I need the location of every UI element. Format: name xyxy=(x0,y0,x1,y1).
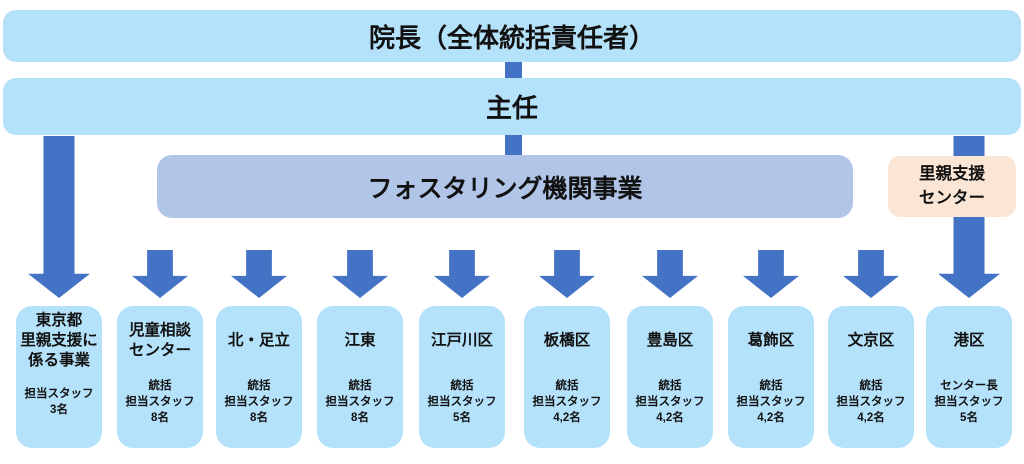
node-title: 東京都里親支援に係る事業 xyxy=(20,311,98,370)
director-bar: 院長（全体統括責任者） xyxy=(3,10,1021,62)
down-arrow-1 xyxy=(132,250,188,298)
node-title: 豊島区 xyxy=(646,331,694,349)
down-arrow-8 xyxy=(843,250,899,298)
node-title: 江東 xyxy=(344,331,376,349)
foster-support-center-line2: センター xyxy=(919,188,985,207)
foster-support-center-line1: 里親支援 xyxy=(919,165,985,184)
down-arrow-2 xyxy=(231,250,287,298)
down-arrow-5 xyxy=(539,250,595,298)
chief-label: 主任 xyxy=(485,93,538,123)
down-arrow-0 xyxy=(28,136,90,298)
connector-chief-fostering xyxy=(505,135,522,155)
node-title: 文京区 xyxy=(847,331,895,349)
down-arrow-7 xyxy=(743,250,799,298)
fostering-agency-label: フォスタリング機関事業 xyxy=(367,174,643,203)
foster-support-center-box: 里親支援 センター xyxy=(888,156,1016,217)
node-title: 葛飾区 xyxy=(747,331,795,349)
down-arrow-4 xyxy=(434,250,490,298)
fostering-agency-bar: フォスタリング機関事業 xyxy=(157,155,853,218)
down-arrow-3 xyxy=(332,250,388,298)
node-title: 北・足立 xyxy=(227,331,290,349)
chief-bar: 主任 xyxy=(3,78,1021,135)
node-title: 板橋区 xyxy=(543,331,591,349)
node-title: 児童相談センター xyxy=(128,321,191,359)
down-arrow-6 xyxy=(642,250,698,298)
node-title: 港区 xyxy=(953,331,985,349)
director-label: 院長（全体統括責任者） xyxy=(368,22,655,53)
connector-director-chief xyxy=(505,62,522,78)
node-title: 江戸川区 xyxy=(430,331,493,349)
